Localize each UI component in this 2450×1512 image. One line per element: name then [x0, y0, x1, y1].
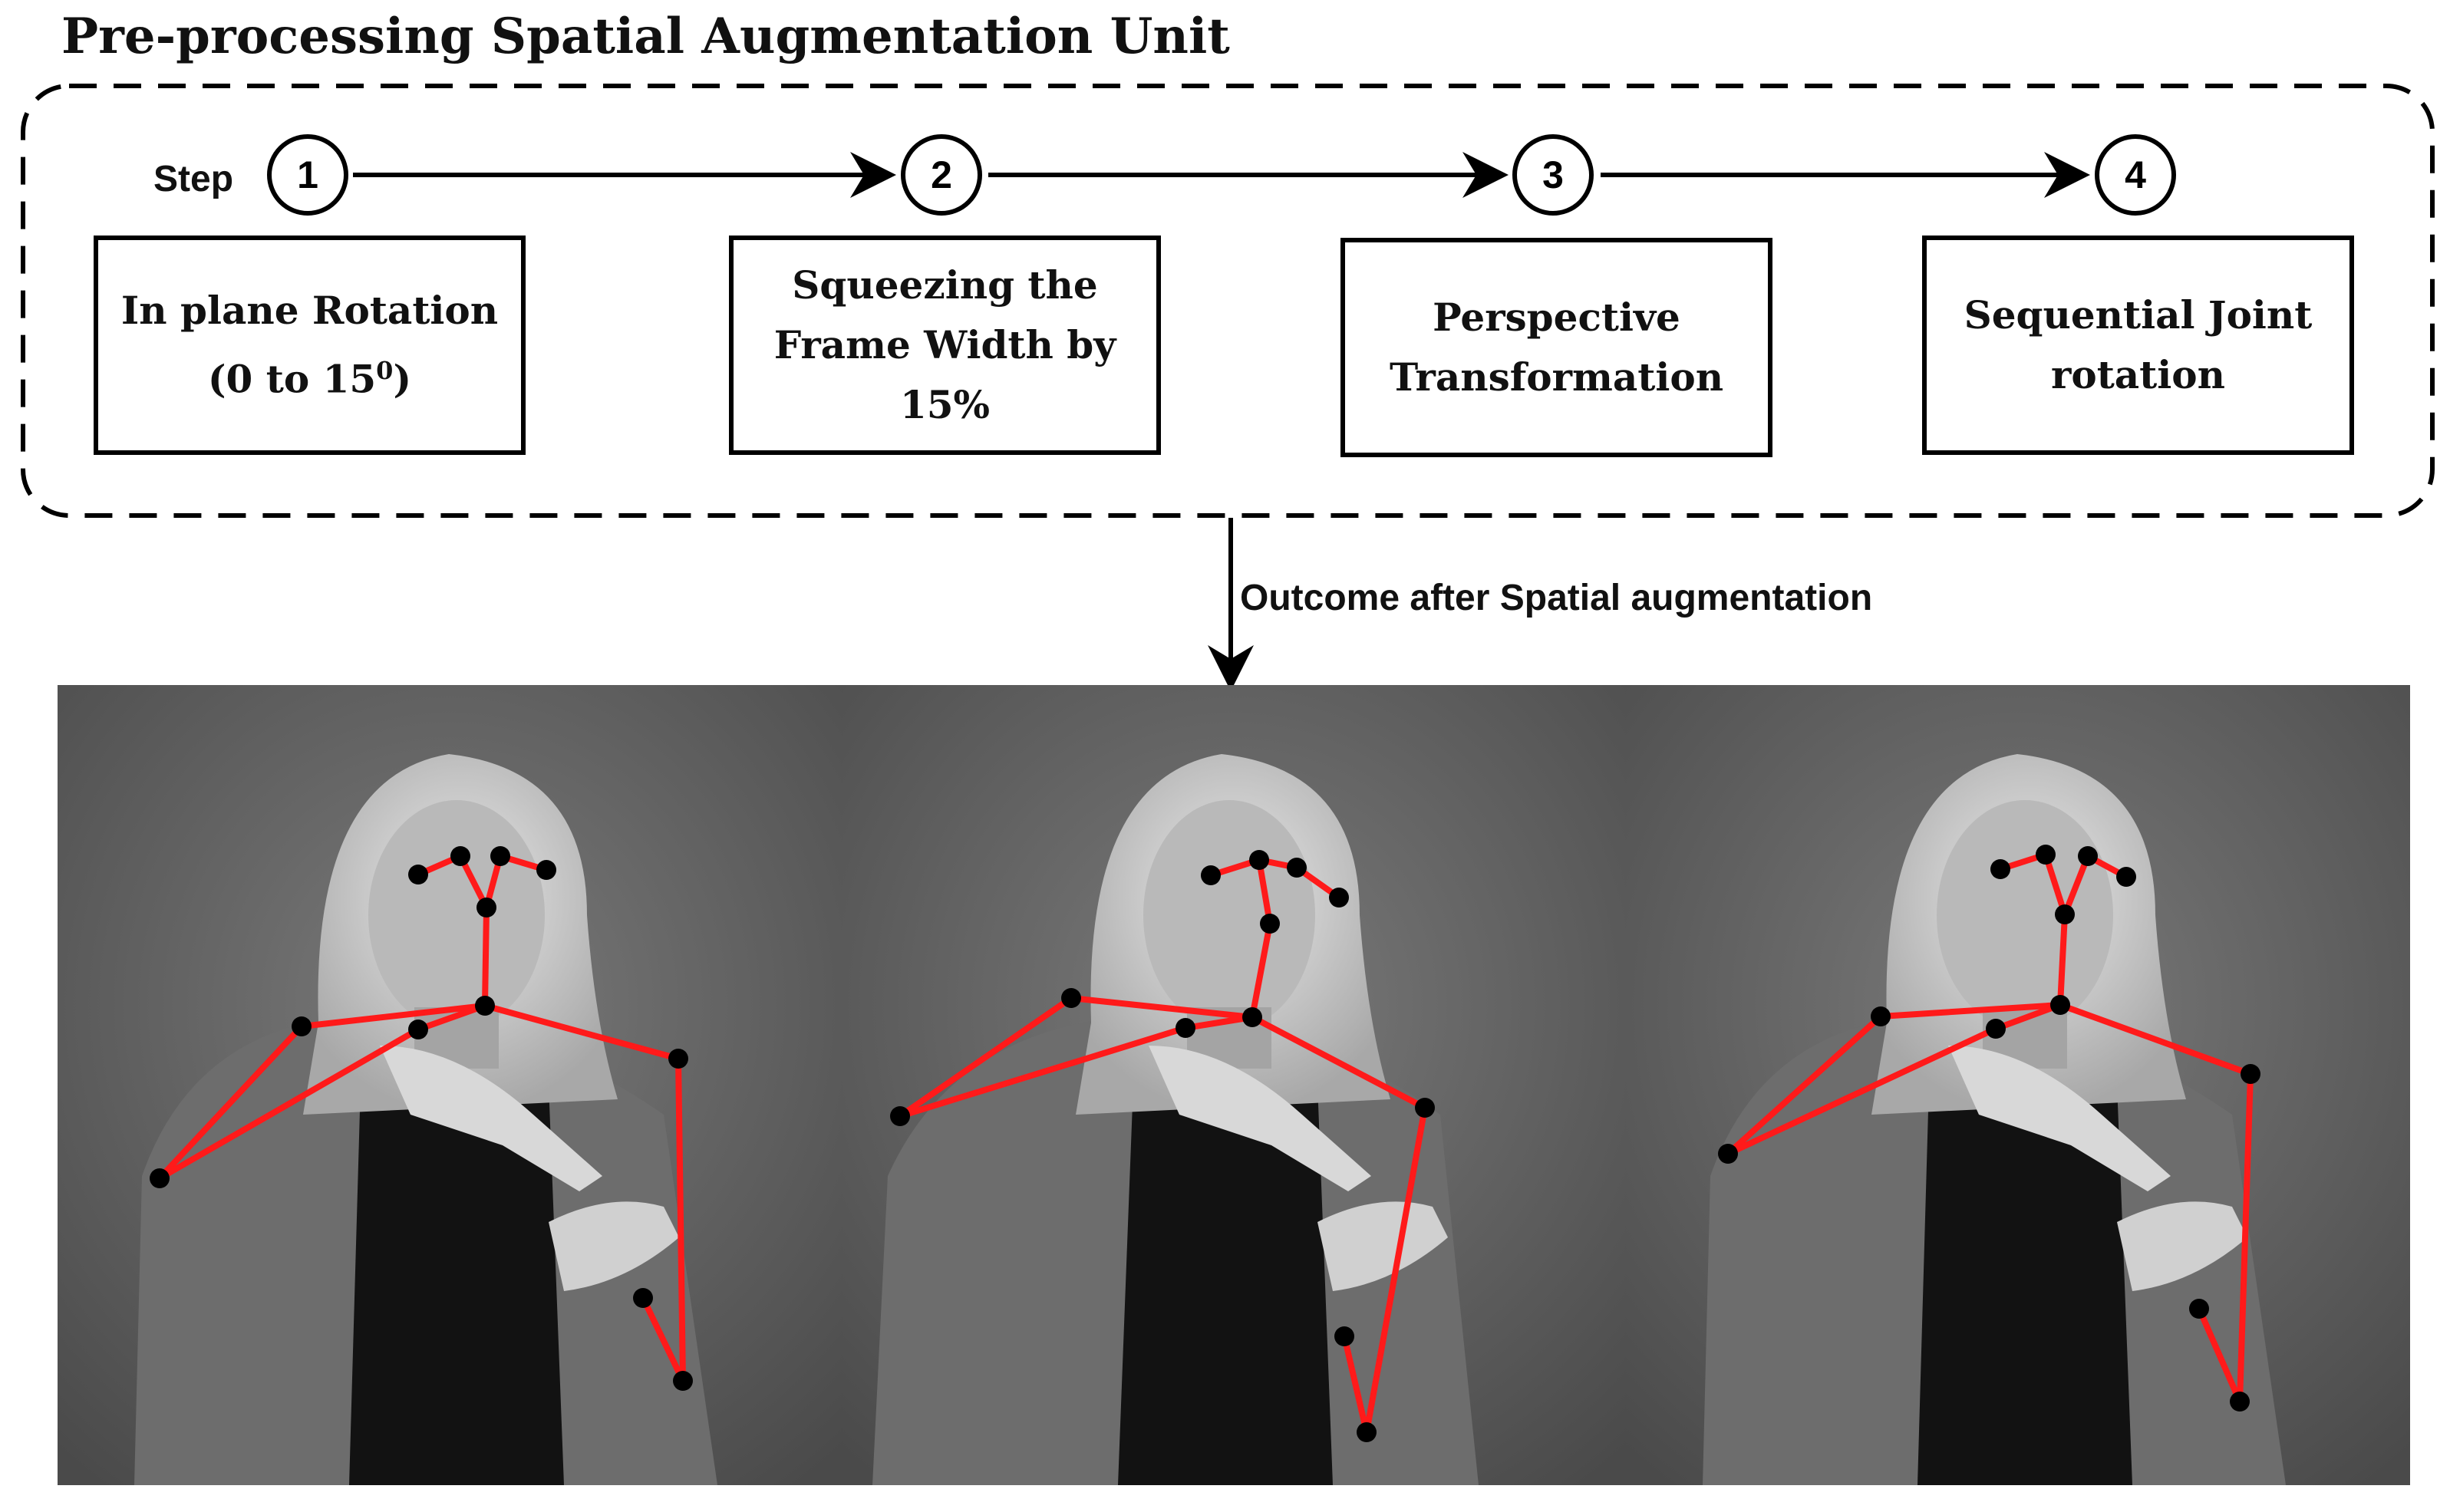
outcome-label: Outcome after Spatial augmentation: [1240, 578, 1873, 618]
step-4-line-1: Sequential Joint: [1964, 292, 2313, 338]
step-3-line-1: Perspective: [1433, 295, 1680, 340]
step-3-box: Perspective Transformation: [1340, 238, 1772, 457]
augmented-frame-3: [1626, 685, 2410, 1485]
step-1-circle: 1: [267, 134, 348, 216]
step-1-line-2: (0 to 150): [207, 356, 412, 402]
step-2-box: Squeezing the Frame Width by 15%: [729, 236, 1161, 455]
dashed-unit-border: [21, 84, 2435, 518]
step-4-line-2: rotation: [2051, 352, 2225, 397]
step-3-line-2: Transformation: [1389, 354, 1724, 400]
step-2-circle: 2: [901, 134, 982, 216]
step-1-line-1: In plane Rotation: [120, 288, 499, 334]
step-2-line-1: Squeezing the: [792, 262, 1098, 308]
augmented-frame-1: [58, 685, 842, 1485]
step-4-box: Sequential Joint rotation: [1922, 236, 2354, 455]
step-1-box: In plane Rotation (0 to 150): [94, 236, 526, 455]
diagram-title: Pre-processing Spatial Augmentation Unit: [61, 8, 1230, 65]
step-2-line-3: 15%: [899, 382, 991, 427]
step-3-circle: 3: [1512, 134, 1594, 216]
step-4-circle: 4: [2095, 134, 2176, 216]
augmented-frame-2: [842, 685, 1626, 1485]
step-label: Step: [153, 159, 234, 199]
step-2-line-2: Frame Width by: [773, 322, 1116, 367]
